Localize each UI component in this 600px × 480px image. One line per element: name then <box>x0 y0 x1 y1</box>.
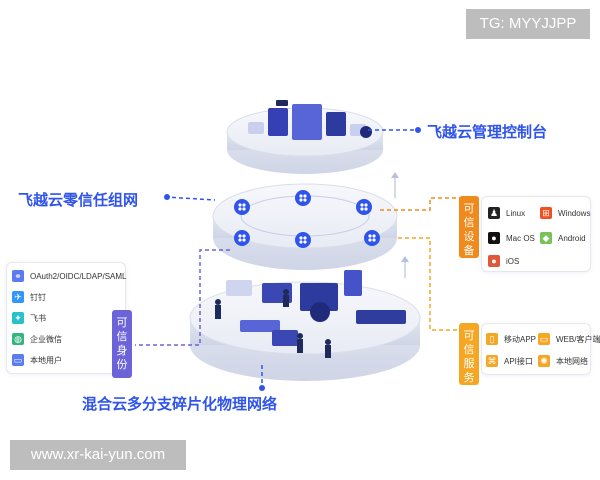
service-item: ▯移动APP <box>486 333 536 345</box>
person-icon <box>215 289 331 358</box>
android-icon: ◆ <box>540 232 552 244</box>
identity-connector <box>135 249 230 346</box>
watermark-top-right: TG: MYYJJPP <box>466 9 590 39</box>
web-client-icon: ▭ <box>538 333 550 345</box>
gear-icon <box>360 126 372 138</box>
console-screen-icon <box>292 104 322 140</box>
arrow-up-icon <box>401 256 409 262</box>
arrow-up-icon <box>391 172 399 178</box>
network-node-icons <box>234 190 380 248</box>
identity-item: ▭本地用户 <box>12 354 62 366</box>
device-item: ♟Linux <box>488 207 526 219</box>
server-icon <box>300 283 338 311</box>
dingtalk-icon: ✈ <box>12 291 24 303</box>
service-item: ⌘API接口 <box>486 355 533 367</box>
zero-trust-connector <box>164 196 216 201</box>
feishu-icon: ✦ <box>12 312 24 324</box>
mobile-app-icon: ▯ <box>486 333 498 345</box>
zero-trust-platform <box>212 183 398 270</box>
identity-panel <box>6 262 126 374</box>
local-user-icon: ▭ <box>12 354 24 366</box>
ios-icon: ● <box>488 255 500 267</box>
service-connector <box>398 237 460 331</box>
identity-item: ⚭OAuth2/OIDC/LDAP/SAML <box>12 270 126 282</box>
services-panel <box>481 323 591 375</box>
device-item: ⊞Windows <box>540 207 590 219</box>
device-item: ●Mac OS <box>488 232 535 244</box>
device-item: ◆Android <box>540 232 586 244</box>
local-network-icon: ✺ <box>538 355 550 367</box>
identity-item: ✈钉钉 <box>12 291 46 303</box>
device-item: ●iOS <box>488 255 519 267</box>
console-label: 飞越云管理控制台 <box>427 123 548 141</box>
zero-trust-label: 飞越云零信任组网 <box>18 191 139 209</box>
link-icon: ⚭ <box>12 270 24 282</box>
dashboard-icon <box>268 108 288 136</box>
cable-rack-icon <box>356 310 406 324</box>
device-connector <box>380 197 460 211</box>
console-platform <box>226 100 384 174</box>
apple-icon: ● <box>488 232 500 244</box>
devices-tab: 可信设备 <box>459 196 479 258</box>
wecom-icon: ◍ <box>12 333 24 345</box>
identity-item: ✦飞书 <box>12 312 46 324</box>
physical-network-label: 混合云多分支碎片化物理网络 <box>82 395 278 413</box>
watermark-bottom-left: www.xr-kai-yun.com <box>10 440 186 470</box>
services-tab: 可信服务 <box>459 323 479 385</box>
tablet-icon <box>344 270 362 296</box>
service-item: ▭WEB/客户端 <box>538 333 600 345</box>
physical-network-platform <box>189 270 421 381</box>
api-icon: ⌘ <box>486 355 498 367</box>
identity-tab: 可信身份 <box>112 310 132 378</box>
linux-icon: ♟ <box>488 207 500 219</box>
windows-icon: ⊞ <box>540 207 552 219</box>
service-item: ✺本地网络 <box>538 355 588 367</box>
identity-item: ◍企业微信 <box>12 333 62 345</box>
